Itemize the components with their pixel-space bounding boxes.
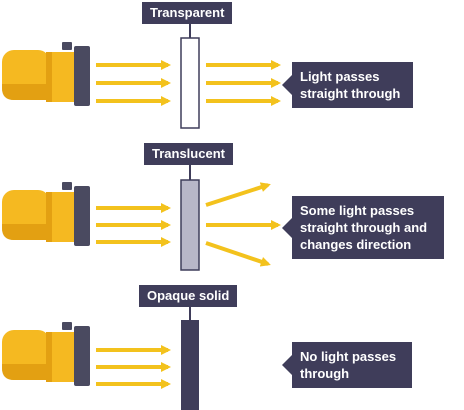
caption-opaque: No light passes through — [292, 342, 412, 388]
incoming-rays-1 — [96, 60, 171, 106]
translucent-panel — [180, 179, 200, 271]
outgoing-rays-2 — [205, 182, 281, 267]
torch-icon — [2, 42, 90, 106]
material-label-transparent: Transparent — [142, 2, 233, 24]
incoming-rays-3 — [96, 345, 171, 389]
outgoing-rays-1 — [206, 60, 281, 106]
opaque-panel — [181, 320, 199, 410]
caption-translucent: Some light passes straight through and c… — [292, 196, 444, 259]
transparent-panel — [180, 37, 200, 129]
torch-icon — [2, 322, 90, 386]
material-label-translucent: Translucent — [144, 143, 233, 165]
incoming-rays-2 — [96, 203, 171, 247]
caption-transparent: Light passes straight through — [292, 62, 413, 108]
torch-icon — [2, 182, 90, 246]
material-label-opaque: Opaque solid — [139, 285, 238, 307]
